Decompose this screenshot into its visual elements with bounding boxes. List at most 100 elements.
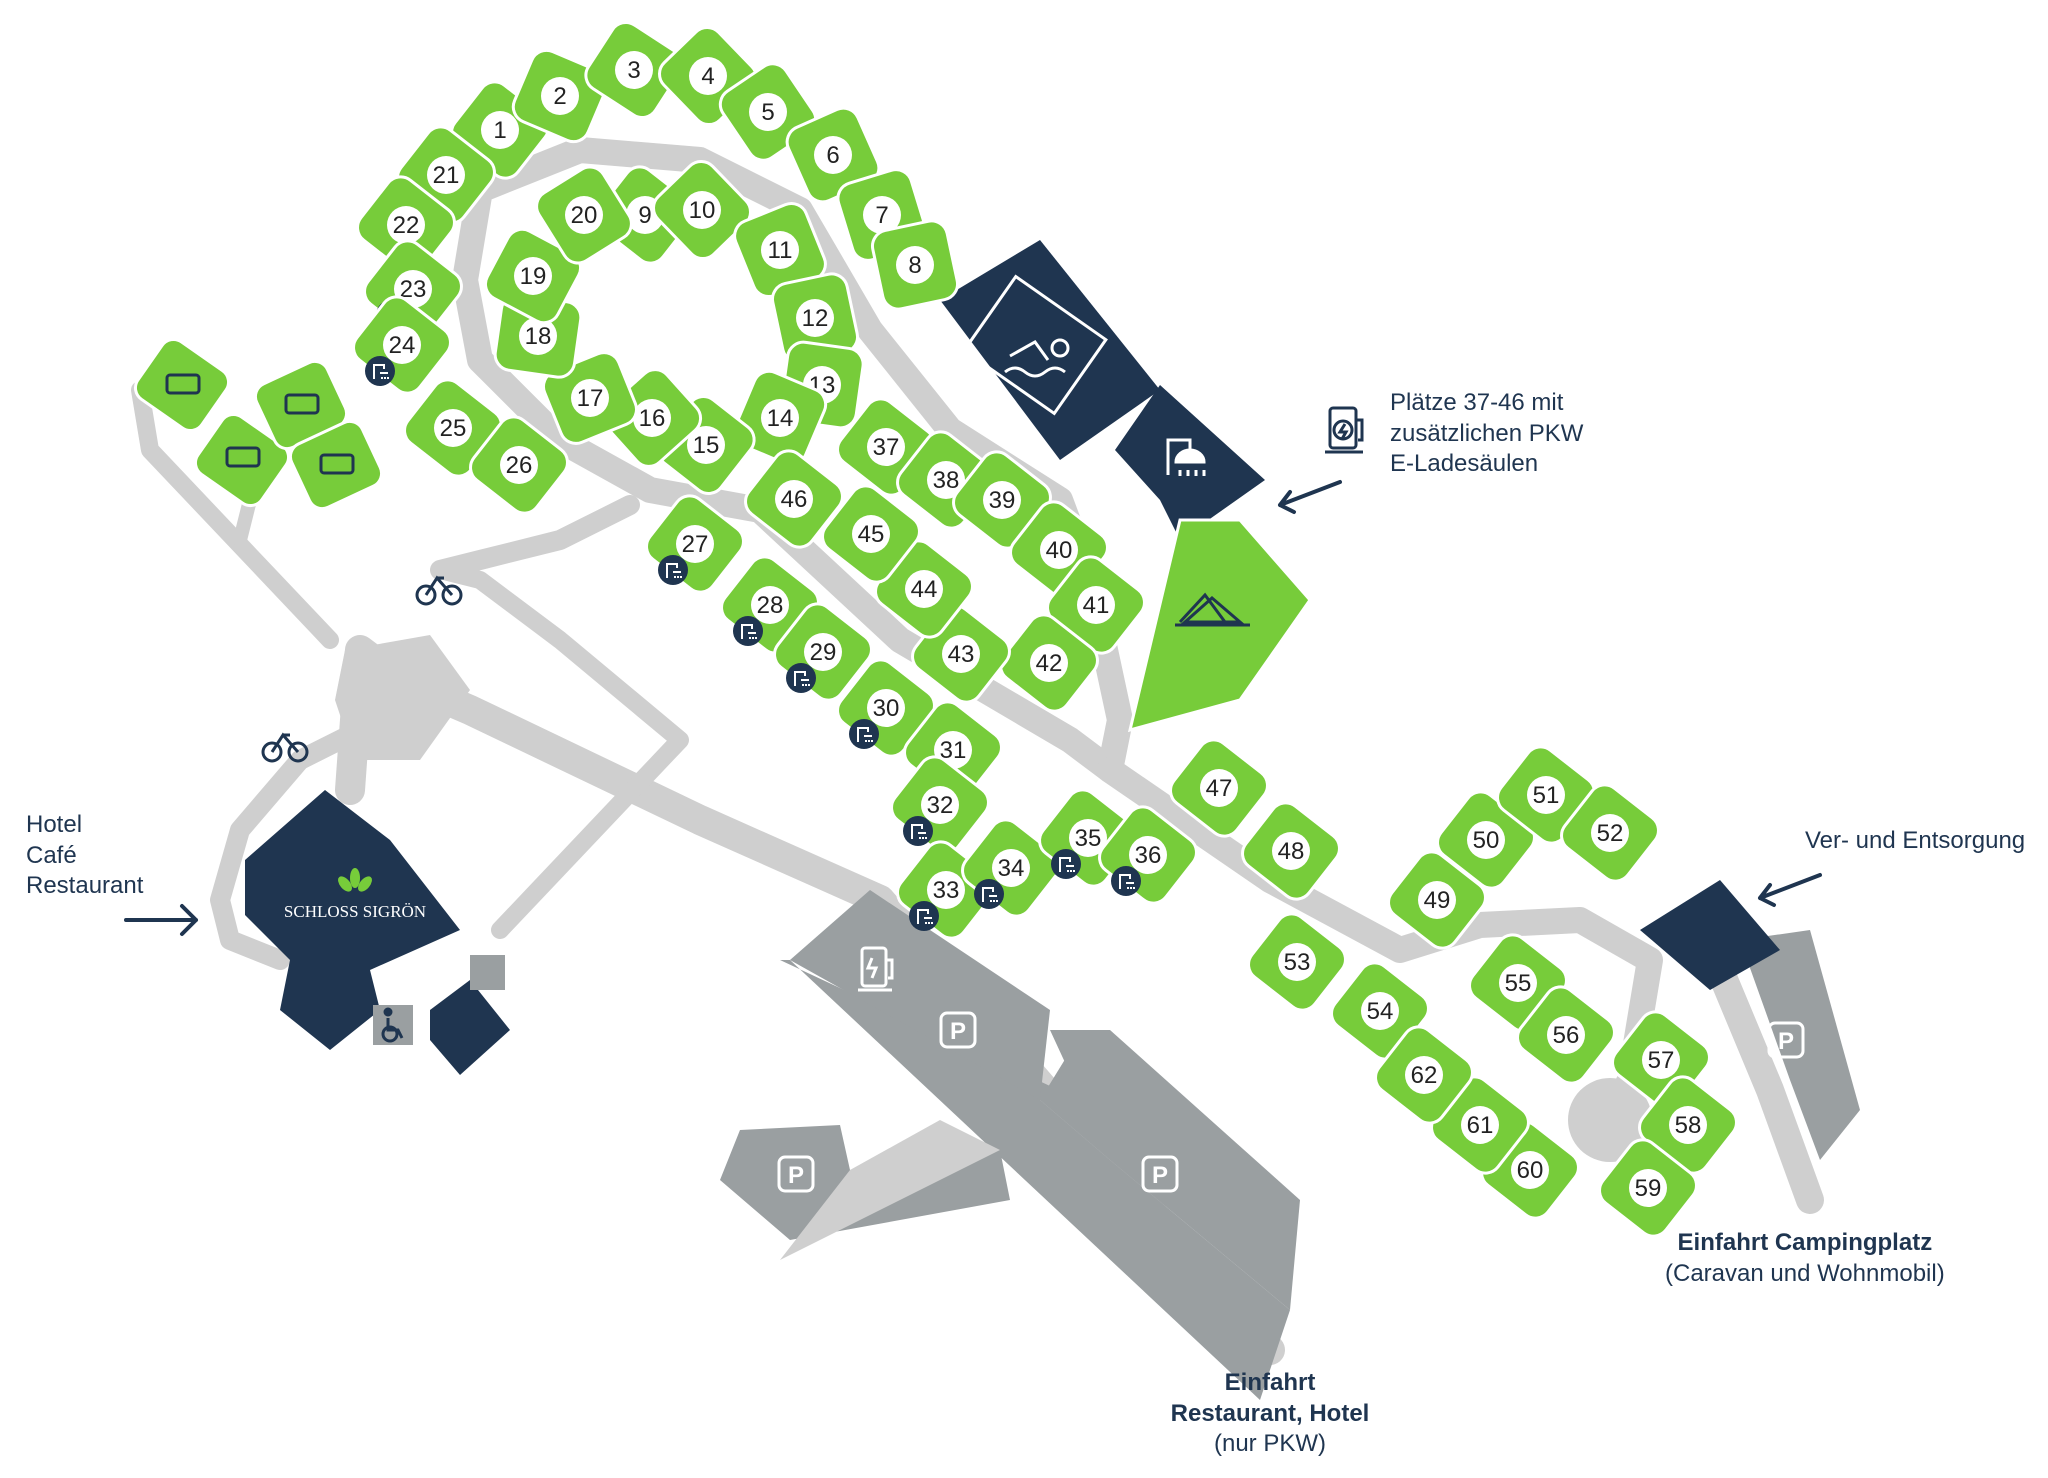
hotel-label: Hotel Café Restaurant	[26, 810, 143, 902]
pitch-number: 53	[1284, 949, 1311, 976]
pitch-10: 10	[652, 159, 752, 261]
pitch-number-badge	[1591, 814, 1629, 852]
hotel-label-line-3: Restaurant	[26, 872, 144, 900]
pitch-number-badge	[1272, 832, 1310, 870]
service-path	[431, 561, 689, 939]
pitch-49: 49	[1387, 850, 1487, 950]
sanitary-icon	[909, 901, 939, 931]
pitch-48: 48	[1241, 801, 1341, 901]
shower-icon	[857, 727, 873, 742]
pitch-number-badge	[427, 156, 465, 194]
pitch-number: 24	[389, 332, 416, 359]
parking-main-b	[790, 890, 1050, 1100]
sanitary-icon	[786, 663, 816, 693]
pitch-number-badge	[867, 689, 905, 727]
cabin-4	[288, 419, 384, 511]
shower-icon	[982, 887, 998, 902]
pitch-number: 15	[693, 432, 720, 459]
hotel-entry-title-1: Einfahrt	[1224, 1369, 1316, 1396]
pitch-56: 56	[1516, 985, 1616, 1085]
pitch-34: 34	[961, 818, 1061, 918]
logo-text: SCHLOSS SIGRÖN	[284, 902, 426, 921]
pitch-number: 51	[1533, 782, 1560, 809]
pitch-47: 47	[1169, 738, 1269, 838]
svg-text:P: P	[950, 1018, 966, 1045]
sanitary-icon	[903, 816, 933, 846]
pitch-number: 14	[767, 405, 794, 432]
parking-icon	[777, 1011, 1805, 1193]
ev-note-label: Plätze 37-46 mit zusätzlichen PKW E-Lade…	[1390, 388, 1583, 480]
pitch-26: 26	[469, 415, 569, 515]
service-label: Ver- und Entsorgung	[1805, 827, 2026, 854]
pitch-number: 43	[948, 641, 975, 668]
pitch-number-badge	[749, 93, 787, 131]
pitch-number-badge	[689, 57, 727, 95]
pitch-number: 19	[520, 263, 547, 290]
pitch-number-badge	[751, 586, 789, 624]
pitch-20: 20	[535, 165, 633, 265]
camp-entry-sub: (Caravan und Wohnmobil)	[1665, 1259, 1945, 1287]
pitch-number-badge	[1527, 776, 1565, 814]
pitch-number-badge	[1069, 819, 1107, 857]
pitch-number: 11	[768, 237, 793, 264]
pitch-number: 45	[858, 521, 885, 548]
camp-entry-title: Einfahrt Campingplatz	[1677, 1229, 1933, 1256]
hotel-entry-label: Einfahrt Restaurant, Hotel (nur PKW)	[1160, 1368, 1380, 1460]
pitch-number: 42	[1036, 650, 1063, 677]
pitch-number: 58	[1675, 1112, 1702, 1139]
pitch-29: 29	[773, 602, 873, 702]
pitch-number: 54	[1367, 998, 1394, 1025]
pitch-number: 25	[440, 415, 467, 442]
hotel-entry-sub: (nur PKW)	[1213, 1430, 1326, 1458]
pitch-number: 3	[627, 57, 640, 84]
pitch-number-badge	[1642, 1041, 1680, 1079]
pitch-number: 27	[682, 531, 709, 558]
pitch-number-badge	[1405, 1056, 1443, 1094]
cabin-2	[193, 412, 291, 508]
pitch-number-badge	[1129, 836, 1167, 874]
hotel-label-line-1: Hotel	[26, 811, 83, 838]
pitch-number: 26	[506, 452, 533, 479]
pitch-32: 32	[890, 755, 990, 855]
cabins	[133, 337, 384, 511]
pitch-25: 25	[403, 378, 503, 478]
ev-note-line-3: E-Ladesäulen	[1390, 450, 1539, 478]
shower-icon	[917, 909, 933, 924]
pitch-number-badge	[905, 570, 943, 608]
svg-text:P: P	[1778, 1028, 1794, 1055]
pitch-number-badge	[1467, 821, 1505, 859]
pitch-number: 52	[1597, 820, 1624, 847]
pitch-number-badge	[1547, 1016, 1585, 1054]
pitch-number: 38	[933, 467, 960, 494]
pitch-number-badge	[541, 77, 579, 115]
pitch-45: 45	[821, 484, 921, 584]
pitch-number-badge	[921, 786, 959, 824]
wheelchair-icon	[381, 1007, 404, 1043]
pitch-number-badge	[1669, 1106, 1707, 1144]
pitch-number-badge	[1278, 943, 1316, 981]
pitch-22: 22	[356, 175, 456, 275]
pitch-number: 62	[1411, 1062, 1438, 1089]
pitch-number-badge	[1418, 881, 1456, 919]
turning-circle	[1568, 1078, 1652, 1162]
pitch-number-badge	[852, 515, 890, 553]
pitch-24: 24	[352, 295, 452, 395]
shower-icon	[666, 563, 682, 578]
pitch-59: 59	[1598, 1138, 1698, 1238]
pitch-number: 49	[1424, 887, 1451, 914]
pitch-46: 46	[744, 449, 844, 549]
pitch-number: 5	[761, 99, 774, 126]
pitch-number-badge	[761, 399, 799, 437]
parking-southeast	[1050, 1030, 1300, 1310]
pitch-number: 33	[933, 877, 960, 904]
cabin-icon	[165, 373, 355, 475]
bicycle-icon	[261, 575, 463, 763]
pitch-number-badge	[927, 461, 965, 499]
cabin-1	[133, 337, 231, 433]
pitch-number: 37	[873, 434, 900, 461]
pitch-number: 47	[1206, 775, 1233, 802]
pitch-number-badge	[814, 136, 852, 174]
pitch-number: 55	[1505, 970, 1532, 997]
pitch-number-badge	[1200, 769, 1238, 807]
svg-text:P: P	[1152, 1162, 1168, 1189]
